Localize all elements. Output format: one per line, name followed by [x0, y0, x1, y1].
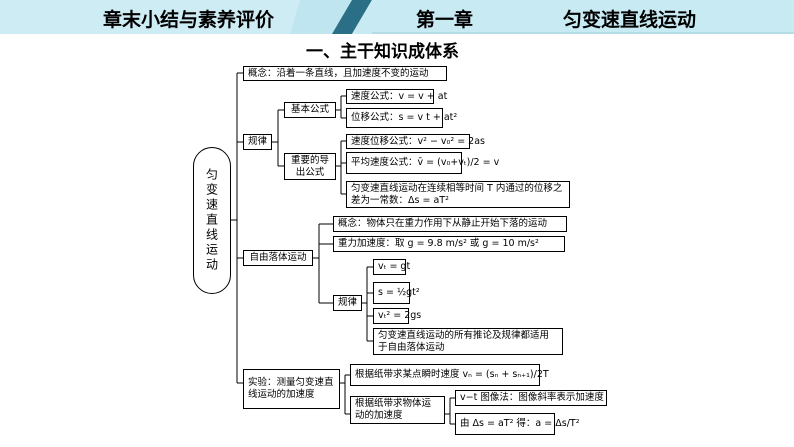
freefall-formula-3-box: vₜ² = 2gs — [373, 308, 421, 324]
gravity-accel-box: 重力加速度：取 g = 9.8 m/s² 或 g = 10 m/s² — [333, 236, 565, 252]
derived-formulas-label: 重要的导出公式 — [290, 154, 329, 178]
delta-s-text: 由 Δs = aT² 得：a = Δs/T² — [460, 418, 580, 429]
freefall-formula-2-box: s = ½gt² — [373, 282, 420, 304]
root-node: 匀变速直线运动 — [193, 147, 231, 294]
displacement-formula-box: 位移公式：s = v t + at² — [346, 108, 457, 128]
basic-formulas-box: 基本公式 — [284, 102, 336, 118]
law-label: 规律 — [248, 136, 268, 147]
freefall-formula-1-box: vₜ = gt — [373, 259, 410, 275]
delta-displacement-text: 匀变速直线运动在连续相等时间 T 内通过的位移之差为一常数：Δs = aT² — [351, 182, 563, 206]
freefall-formula-1: vₜ = gt — [378, 261, 411, 272]
section-title: 一、主干知识成体系 — [306, 42, 459, 62]
freefall-box: 自由落体运动 — [243, 250, 313, 266]
delta-displacement-box: 匀变速直线运动在连续相等时间 T 内通过的位移之差为一常数：Δs = aT² — [346, 181, 570, 208]
average-velocity-text: 平均速度公式：v̄ = (v₀+vₜ)/2 = v — [351, 157, 500, 168]
accel-method-label: 根据纸带求物体运动的加速度 — [355, 398, 432, 421]
law-box: 规律 — [243, 134, 272, 150]
accel-method-box: 根据纸带求物体运动的加速度 — [350, 396, 445, 424]
chapter-name: 匀变速直线运动 — [563, 9, 697, 31]
freefall-concept-box: 概念：物体只在重力作用下从静止开始下落的运动 — [333, 216, 567, 232]
gravity-accel-text: 重力加速度：取 g = 9.8 m/s² 或 g = 10 m/s² — [338, 238, 539, 249]
vt-graph-text: v−t 图像法：图像斜率表示加速度 — [460, 392, 604, 403]
vt-graph-box: v−t 图像法：图像斜率表示加速度 — [455, 390, 607, 406]
basic-formulas-label: 基本公式 — [290, 104, 329, 115]
instant-velocity-text: 根据纸带求某点瞬时速度 vₙ = (sₙ + sₙ₊₁)/2T — [355, 369, 549, 380]
displacement-formula-text: 位移公式：s = v t + at² — [351, 112, 458, 123]
experiment-label: 实验：测量匀变速直线运动的加速度 — [248, 377, 334, 400]
freefall-formula-2: s = ½gt² — [378, 287, 420, 298]
delta-s-box: 由 Δs = aT² 得：a = Δs/T² — [455, 413, 580, 435]
velocity-displacement-text: 速度位移公式：v² − v₀² = 2as — [351, 135, 485, 147]
freefall-label: 自由落体运动 — [249, 252, 307, 263]
freefall-concept-text: 概念：物体只在重力作用下从静止开始下落的运动 — [338, 218, 548, 229]
root-label: 匀变速直线运动 — [204, 168, 219, 273]
velocity-formula-text: 速度公式：v = v + at — [351, 90, 448, 102]
concept-text: 概念：沿着一条直线，且加速度不变的运动 — [248, 67, 429, 79]
freefall-law-box: 规律 — [333, 295, 362, 311]
derived-formulas-box: 重要的导出公式 — [284, 153, 336, 180]
chapter-summary-title: 章末小结与素养评价 — [103, 9, 275, 31]
concept-box: 概念：沿着一条直线，且加速度不变的运动 — [243, 66, 447, 81]
freefall-law-label: 规律 — [338, 297, 358, 308]
experiment-box: 实验：测量匀变速直线运动的加速度 — [243, 369, 340, 409]
velocity-formula-box: 速度公式：v = v + at — [346, 89, 447, 104]
freefall-note-box: 匀变速直线运动的所有推论及规律都适用于自由落体运动 — [373, 328, 563, 355]
instant-velocity-box: 根据纸带求某点瞬时速度 vₙ = (sₙ + sₙ₊₁)/2T — [350, 364, 549, 386]
velocity-displacement-box: 速度位移公式：v² − v₀² = 2as — [346, 134, 485, 149]
average-velocity-box: 平均速度公式：v̄ = (v₀+vₜ)/2 = v — [346, 152, 499, 174]
freefall-formula-3: vₜ² = 2gs — [378, 310, 422, 321]
freefall-note-text: 匀变速直线运动的所有推论及规律都适用于自由落体运动 — [378, 329, 550, 353]
header-banner — [0, 0, 794, 34]
chapter-number: 第一章 — [416, 9, 474, 31]
